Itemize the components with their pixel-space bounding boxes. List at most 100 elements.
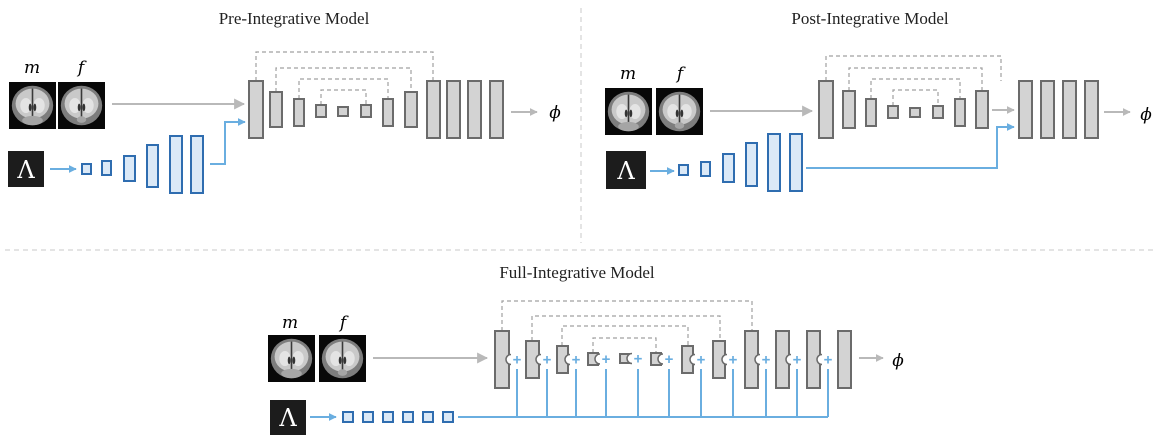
connections xyxy=(50,51,1131,421)
skip-connection xyxy=(501,300,753,331)
unet-layer xyxy=(865,98,877,127)
deformation-output-label: ϕ xyxy=(1140,105,1152,125)
skip-connection xyxy=(592,337,657,353)
hypernetwork-layer xyxy=(342,411,354,423)
skip-connection xyxy=(320,89,367,105)
skip-connection xyxy=(275,67,412,92)
unet-layer xyxy=(382,98,394,127)
hyper-to-unet-connection xyxy=(806,123,1015,169)
integration-node xyxy=(535,353,542,366)
hypernetwork-layer xyxy=(101,160,112,176)
hypernetwork-layer xyxy=(81,163,92,175)
network-blocks: + + + + + + + + + + + xyxy=(81,80,1099,423)
plus-icon: + xyxy=(697,352,706,369)
unet-layer xyxy=(467,80,482,139)
fixed-image-label: f xyxy=(338,313,349,333)
hypernetwork-layer xyxy=(422,411,434,423)
brain-scan-group xyxy=(9,82,703,382)
hypernetwork-layer xyxy=(442,411,454,423)
unet-layer xyxy=(315,104,327,118)
unet-layer xyxy=(954,98,966,127)
unet-layer xyxy=(818,80,834,139)
hypernetwork-layer xyxy=(402,411,414,423)
unet-layer xyxy=(837,330,852,389)
plus-icon: + xyxy=(824,352,833,369)
skip-connection xyxy=(892,89,939,106)
lambda-icon: Λ xyxy=(270,400,306,435)
hypernetwork-layer xyxy=(169,135,183,194)
plus-icon: + xyxy=(729,352,738,369)
brain-scan-icon xyxy=(656,88,703,135)
deformation-output-label: ϕ xyxy=(549,103,561,123)
deformation-output-label: ϕ xyxy=(892,351,904,371)
moving-image-label: m xyxy=(282,313,298,333)
plus-icon: + xyxy=(513,352,522,369)
fixed-image-label: f xyxy=(76,58,87,78)
hypernetwork-layer xyxy=(123,155,136,182)
unet-layer xyxy=(887,105,899,119)
brain-scan-icon xyxy=(268,335,315,382)
skip-connection xyxy=(561,325,689,346)
brain-scan-icon xyxy=(319,335,366,382)
plus-icon: + xyxy=(572,352,581,369)
hypernetwork-layer xyxy=(722,153,735,183)
plus-icon: + xyxy=(762,352,771,369)
skip-connection xyxy=(255,51,434,81)
fixed-image-label: f xyxy=(675,64,686,84)
integration-node xyxy=(657,353,664,365)
hypernetwork-layer xyxy=(700,161,711,177)
hypernetwork-layer xyxy=(789,133,803,192)
unet-layer xyxy=(1018,80,1033,139)
integration-node xyxy=(564,353,571,366)
hypernetwork-layer xyxy=(362,411,374,423)
moving-image-label: m xyxy=(620,64,636,84)
skip-connection xyxy=(825,55,1002,81)
unet-layer xyxy=(248,80,264,139)
lambda-icon: Λ xyxy=(606,151,646,189)
unet-layer xyxy=(269,91,283,128)
unet-layer xyxy=(489,80,504,139)
hyper-to-unet-connection xyxy=(210,118,246,165)
integration-node xyxy=(626,352,633,365)
plus-icon: + xyxy=(602,351,611,368)
unet-layer xyxy=(1062,80,1077,139)
skip-connection xyxy=(298,78,389,99)
plus-icon: + xyxy=(543,352,552,369)
plus-icon: + xyxy=(665,351,674,368)
svg-text:Λ: Λ xyxy=(16,156,35,184)
brain-scan-icon xyxy=(605,88,652,135)
integration-node xyxy=(689,353,696,366)
unet-layer xyxy=(975,90,989,129)
integration-node xyxy=(785,353,792,366)
skip-connection xyxy=(870,78,961,99)
unet-layer xyxy=(909,107,921,118)
integration-node xyxy=(754,353,761,366)
integration-node xyxy=(816,353,823,366)
integration-node xyxy=(505,353,512,366)
plus-icon: + xyxy=(634,351,643,368)
unet-layer xyxy=(360,104,372,118)
unet-layer xyxy=(932,105,944,119)
brain-scan-icon xyxy=(58,82,105,129)
moving-image-label: m xyxy=(24,58,40,78)
full-integrative-title: Full-Integrative Model xyxy=(499,263,655,282)
svg-text:Λ: Λ xyxy=(278,404,297,432)
unet-layer xyxy=(293,98,305,127)
hypernetwork-layer xyxy=(146,144,159,188)
hypernetwork-layer xyxy=(745,142,758,187)
unet-layer xyxy=(842,90,856,129)
plus-icon: + xyxy=(793,352,802,369)
lambda-icon: Λ xyxy=(8,151,44,187)
brain-scan-icon xyxy=(9,82,56,129)
unet-layer xyxy=(1084,80,1099,139)
unet-layer xyxy=(426,80,441,139)
skip-connection xyxy=(531,315,721,341)
integration-node xyxy=(721,353,728,366)
integration-node xyxy=(594,353,601,365)
pre-integrative-title: Pre-Integrative Model xyxy=(219,9,370,28)
unet-layer xyxy=(446,80,461,139)
post-integrative-title: Post-Integrative Model xyxy=(791,9,948,28)
hypernetwork-layer xyxy=(767,133,781,192)
hypernetwork-layer xyxy=(678,164,689,176)
